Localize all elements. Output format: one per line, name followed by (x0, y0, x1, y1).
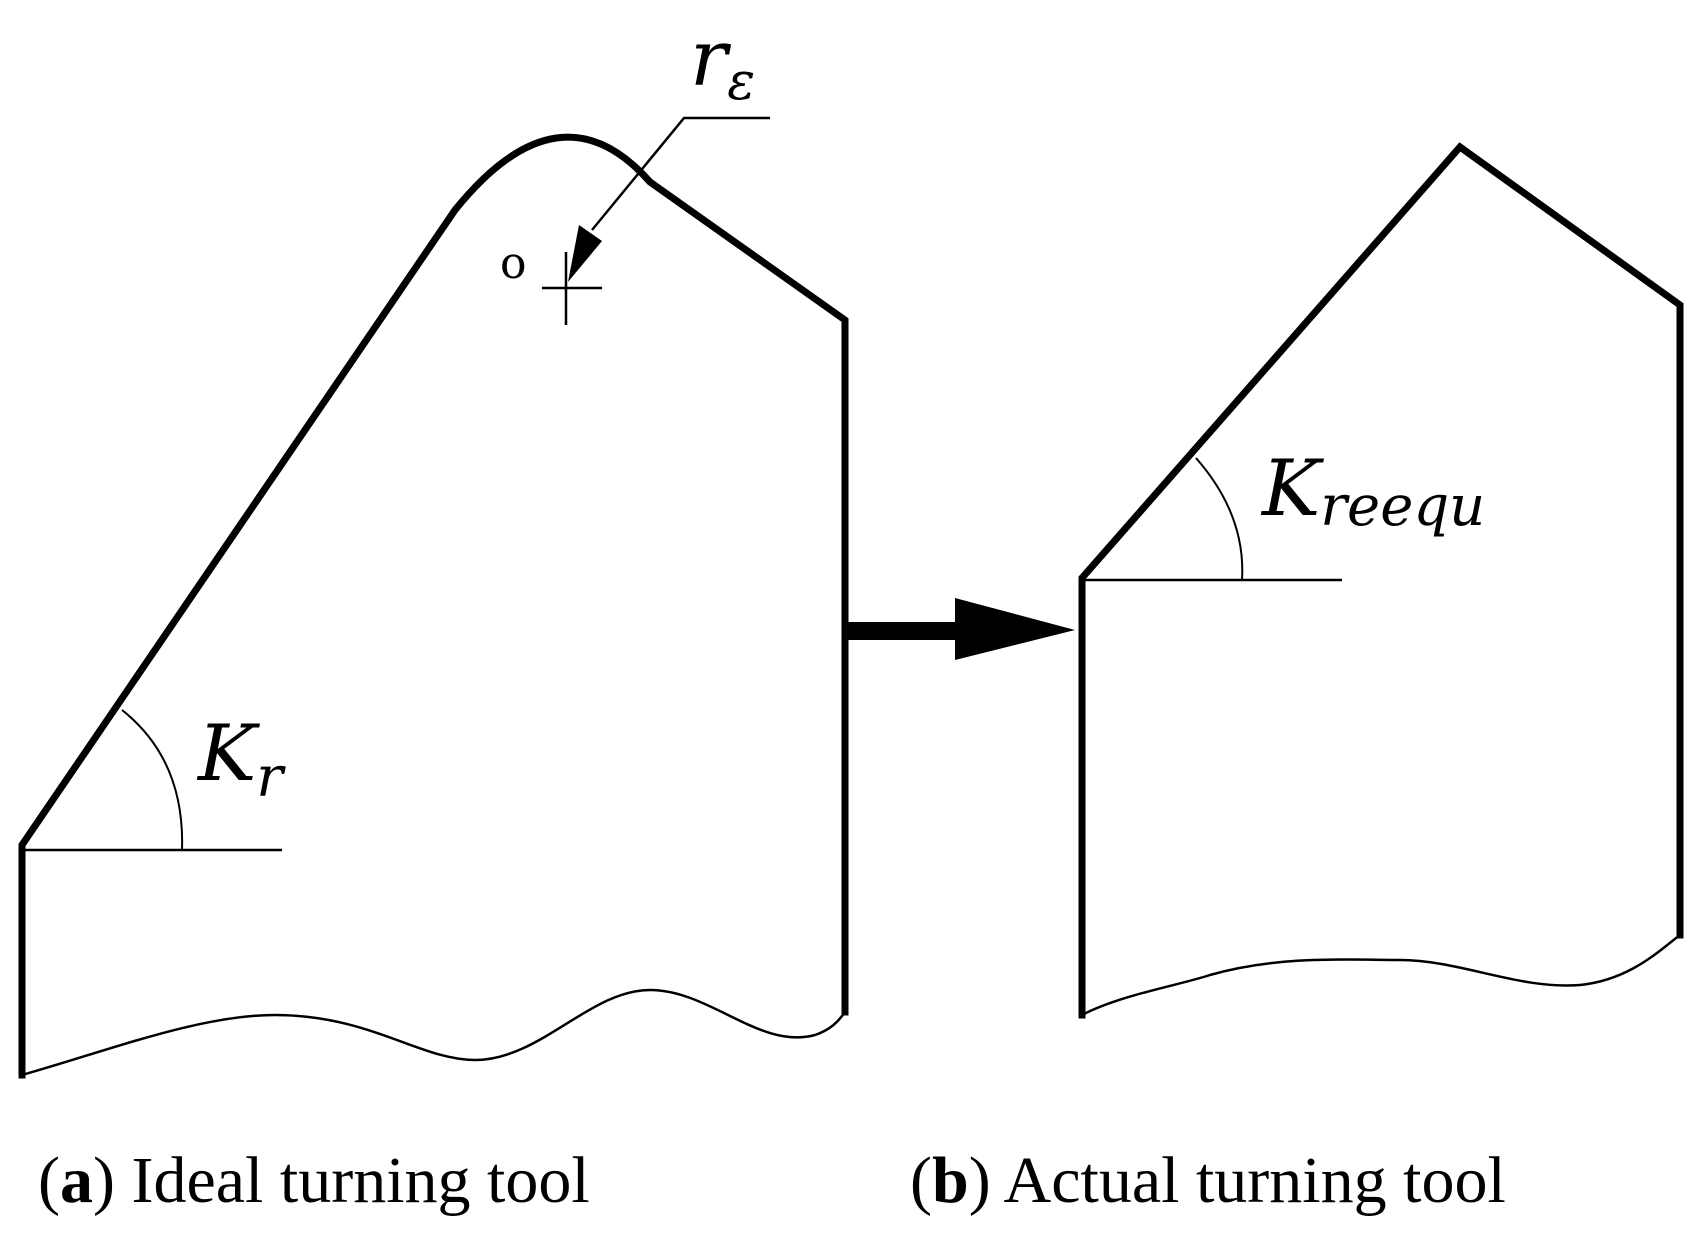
r-epsilon-arrowhead (568, 225, 602, 282)
actual-tool (1078, 142, 1684, 1019)
center-point-label: o (500, 238, 527, 289)
kr-label: Kr (196, 709, 286, 810)
transform-arrow-head (955, 598, 1075, 660)
r-epsilon-leader (591, 116, 770, 231)
transform-arrow-shaft (845, 622, 960, 640)
ideal-tool-outline (18, 133, 849, 1079)
kreequ-label: Kreequ (1260, 444, 1485, 539)
transform-arrow (845, 598, 1075, 660)
actual-tool-break-line (1081, 934, 1681, 1017)
kreequ-angle-arc (1195, 457, 1244, 581)
actual-tool-outline (1078, 142, 1684, 1019)
ideal-tool-break-line (21, 988, 847, 1077)
kr-angle-arc (121, 709, 184, 851)
ideal-tool (18, 116, 849, 1079)
caption-a: (a) Ideal turning tool (38, 1144, 590, 1217)
r-epsilon-label: rε (690, 14, 755, 112)
caption-b: (b) Actual turning tool (910, 1144, 1506, 1217)
